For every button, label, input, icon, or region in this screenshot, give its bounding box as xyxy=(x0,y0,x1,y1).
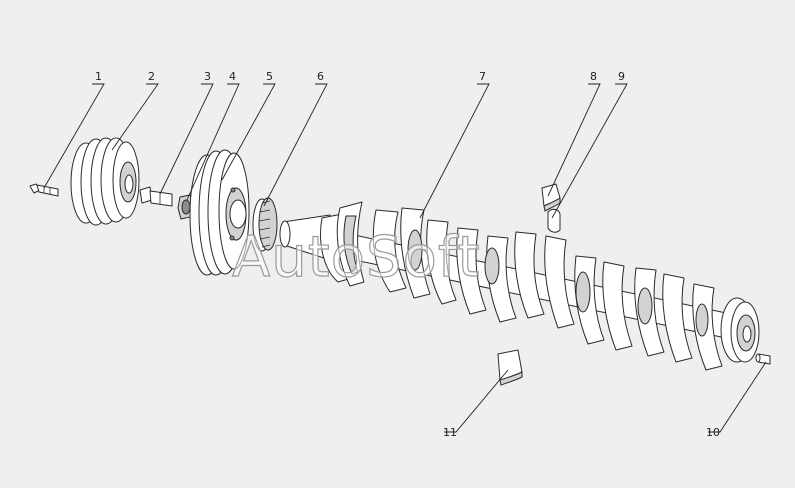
part-7-crankshaft xyxy=(279,201,760,371)
part-11-bearing-shell xyxy=(497,349,523,386)
part-3-bolt xyxy=(139,186,173,207)
callout-6: 6 xyxy=(317,70,324,83)
callout-7: 7 xyxy=(479,70,486,83)
part-10-pin xyxy=(755,353,771,365)
callout-11: 11 xyxy=(443,426,457,439)
callout-2: 2 xyxy=(148,70,155,83)
part-5-damper xyxy=(189,149,250,276)
part-8-bearing-shell xyxy=(541,183,561,212)
callout-4: 4 xyxy=(229,70,236,83)
part-2-pulley xyxy=(70,137,140,226)
callout-3: 3 xyxy=(204,70,211,83)
callout-10: 10 xyxy=(706,426,720,439)
callout-8: 8 xyxy=(590,70,597,83)
watermark: AutoSoft xyxy=(232,225,481,290)
callout-5: 5 xyxy=(266,70,273,83)
callout-1: 1 xyxy=(95,70,102,83)
part-6-gear xyxy=(252,197,278,252)
leader-lines xyxy=(43,83,767,433)
callout-9: 9 xyxy=(618,70,625,83)
part-1-bolt xyxy=(29,183,59,197)
part-9-bearing-ring xyxy=(547,208,561,233)
